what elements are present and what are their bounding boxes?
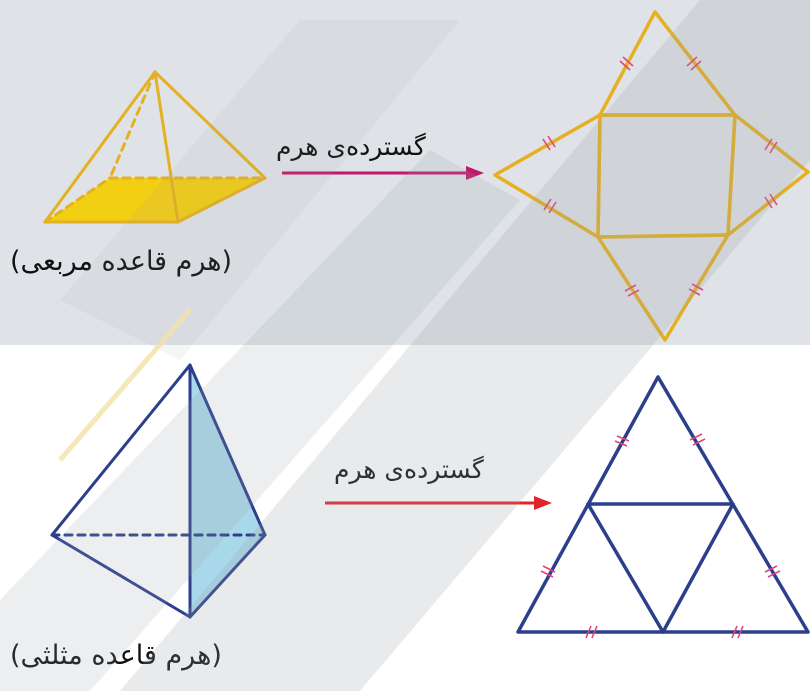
pyramid-edge xyxy=(153,70,180,224)
square-pyramid-caption: (هرم قاعده مربعی) xyxy=(10,246,233,277)
net-inner-triangle xyxy=(586,502,735,634)
pyramid-shaded-face xyxy=(190,365,265,617)
square-pyramid-figure xyxy=(43,70,267,224)
equal-edge-ticks xyxy=(542,56,778,297)
pyramid-edge xyxy=(43,70,157,224)
triangle-net-arrow-label: گسترده‌ی هرم xyxy=(334,455,484,484)
triangular-pyramid-caption: (هرم قاعده مثلثی) xyxy=(10,640,222,671)
pyramid-base-fill xyxy=(45,178,265,222)
triangular-pyramid-net xyxy=(516,375,810,639)
pyramid-edge xyxy=(188,363,267,537)
pyramid-base-edge xyxy=(188,533,267,619)
net-triangle-face xyxy=(493,113,602,239)
pyramid-edge xyxy=(153,70,267,180)
triangular-pyramid-figure xyxy=(50,363,267,619)
net-square-base xyxy=(596,113,737,239)
square-net-arrow-label: گسترده‌ی هرم xyxy=(276,132,426,161)
net-triangle-face xyxy=(596,233,730,342)
net-triangle-face xyxy=(598,10,737,117)
pyramid-hidden-edge xyxy=(108,70,157,180)
net-triangle-face xyxy=(726,113,810,237)
pyramid-edge xyxy=(50,363,192,537)
pyramid-base-edge xyxy=(50,533,192,619)
equal-edge-ticks xyxy=(540,433,781,639)
square-pyramid-net xyxy=(493,10,810,342)
pyramid-base-edge xyxy=(176,176,267,224)
triangular-pyramid-arrow xyxy=(325,496,552,510)
pyramid-hidden-edge xyxy=(43,176,112,224)
square-pyramid-arrow xyxy=(282,166,484,180)
